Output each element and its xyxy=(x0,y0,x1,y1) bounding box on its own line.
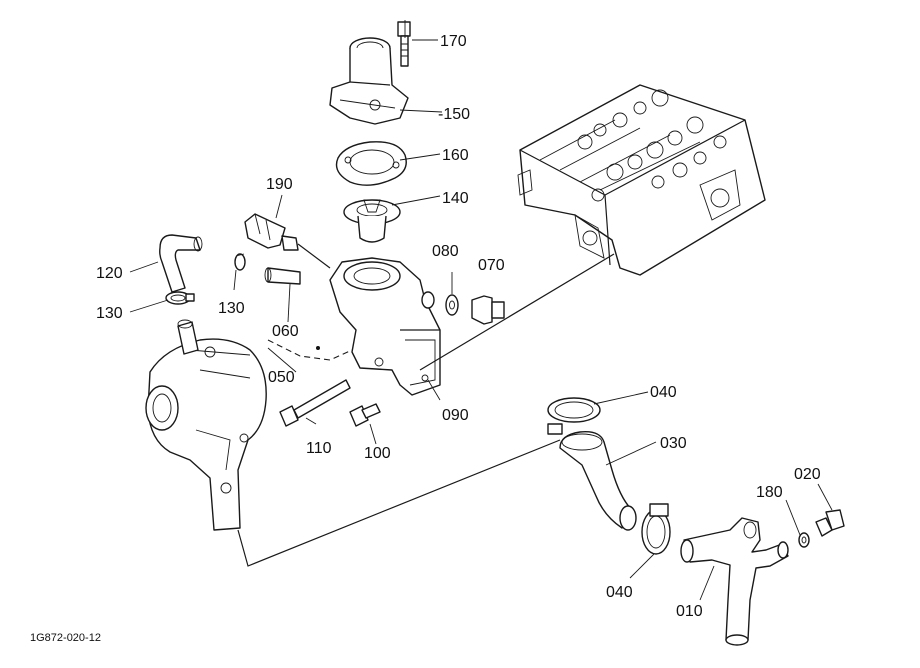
label-100: 100 xyxy=(364,445,391,462)
bolt-110 xyxy=(279,379,351,427)
clamp-130-upper xyxy=(234,253,246,271)
label-150: -150 xyxy=(438,106,470,123)
leader-lines xyxy=(129,39,833,601)
label-070: 070 xyxy=(478,257,505,274)
water-pump xyxy=(145,319,267,531)
label-170: 170 xyxy=(440,33,467,50)
label-080: 080 xyxy=(432,243,459,260)
label-160: 160 xyxy=(442,147,469,164)
label-040-upper: 040 xyxy=(650,384,677,401)
pipe-010 xyxy=(680,517,789,646)
label-110: 110 xyxy=(306,440,332,457)
label-060: 060 xyxy=(272,323,299,340)
gasket-160 xyxy=(335,141,407,186)
label-090: 090 xyxy=(442,407,469,424)
reference-dot xyxy=(316,346,320,350)
washer-180 xyxy=(798,532,810,548)
reference-line-050 xyxy=(267,339,353,361)
label-190: 190 xyxy=(266,176,293,193)
bolt-100 xyxy=(349,403,381,427)
label-130-right: 130 xyxy=(218,300,245,317)
label-130-left: 130 xyxy=(96,305,123,322)
clamp-040-lower xyxy=(641,503,671,555)
connection-lines xyxy=(237,20,615,567)
label-140: 140 xyxy=(442,190,469,207)
washer-080 xyxy=(445,294,459,316)
label-180: 180 xyxy=(756,484,783,501)
label-040-lower: 040 xyxy=(606,584,633,601)
label-010: 010 xyxy=(676,603,703,620)
clamp-130-lower xyxy=(165,291,195,305)
label-030: 030 xyxy=(660,435,687,452)
thermostat-cover-150 xyxy=(329,37,409,125)
hose-030 xyxy=(559,431,637,531)
diagram-code: 1G872-020-12 xyxy=(30,632,101,644)
thermostat-housing xyxy=(297,243,441,396)
cylinder-head xyxy=(517,84,766,276)
label-050: 050 xyxy=(268,369,295,386)
sensor-190 xyxy=(244,213,299,251)
hose-120 xyxy=(159,234,203,293)
clamp-040-upper xyxy=(547,397,601,435)
bolt-170 xyxy=(397,21,411,67)
sleeve-060 xyxy=(264,267,301,285)
label-020: 020 xyxy=(794,466,821,483)
thermostat-140 xyxy=(343,199,401,243)
bolt-020 xyxy=(815,509,845,537)
plug-070 xyxy=(471,295,505,325)
label-120: 120 xyxy=(96,265,123,282)
